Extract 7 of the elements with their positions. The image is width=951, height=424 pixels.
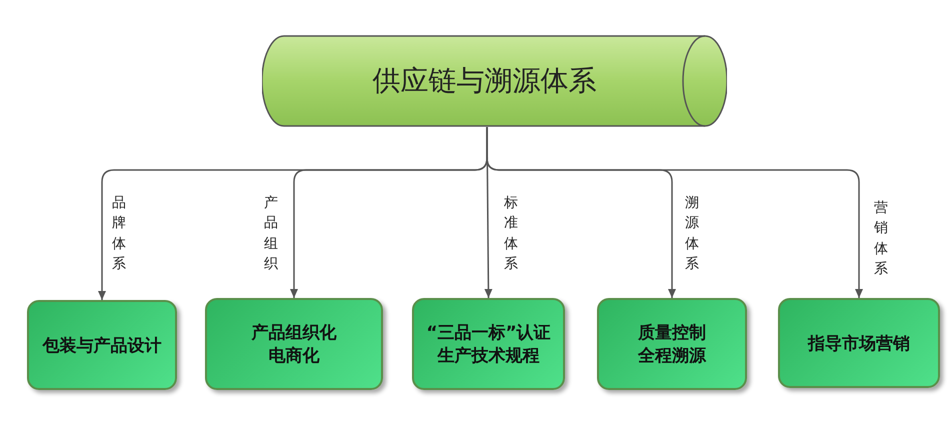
process-box: “三品一标”认证生产技术规程 [412, 298, 565, 390]
process-box: 指导市场营销 [778, 298, 940, 388]
process-box: 包装与产品设计 [27, 300, 177, 390]
title-text: 供应链与溯源体系 [372, 63, 596, 99]
process-box: 产品组织化电商化 [205, 298, 383, 390]
process-box: 质量控制全程溯源 [597, 298, 747, 390]
arrow [486, 127, 863, 298]
